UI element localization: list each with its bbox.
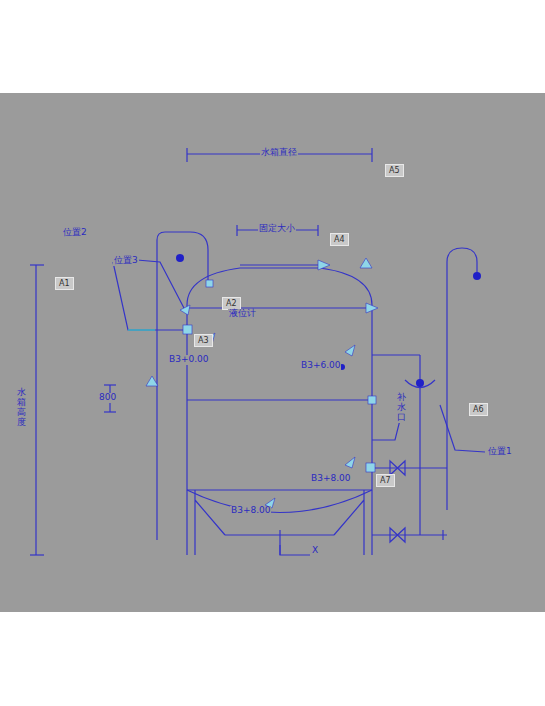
drawing-label: 位置2: [62, 228, 88, 238]
drawing-label: 固定大小: [258, 224, 296, 234]
tag-text: A2: [226, 299, 237, 308]
tag-box: A4: [330, 233, 349, 246]
tag-text: A5: [389, 166, 400, 175]
drawing-label: 液位计: [228, 309, 257, 319]
tag-text: A6: [473, 405, 484, 414]
drawing-label: B3+6.00: [300, 361, 341, 371]
drawing-label: 水箱高度: [16, 388, 27, 428]
drawing-label: 800: [98, 393, 117, 403]
tag-box: A3: [194, 334, 213, 347]
tag-text: A1: [59, 279, 70, 288]
tag-text: A7: [380, 476, 391, 485]
drawing-label: B3+0.00: [168, 355, 209, 365]
drawing-label: X: [311, 546, 319, 556]
drawing-label: B3+8.00: [310, 474, 351, 484]
tag-text: A4: [334, 235, 345, 244]
drawing-label: B3+8.00: [230, 506, 271, 516]
drawing-label: 位置1: [487, 447, 513, 457]
drawing-label: 水箱直径: [260, 148, 298, 158]
tag-box: A6: [469, 403, 488, 416]
drawing-label: 位置3: [113, 256, 139, 266]
tag-text: A3: [198, 336, 209, 345]
drawing-ground: [0, 93, 545, 612]
tag-box: A7: [376, 474, 395, 487]
drawing-label: 补水口: [396, 393, 407, 423]
tag-box: A1: [55, 277, 74, 290]
tag-box: A5: [385, 164, 404, 177]
